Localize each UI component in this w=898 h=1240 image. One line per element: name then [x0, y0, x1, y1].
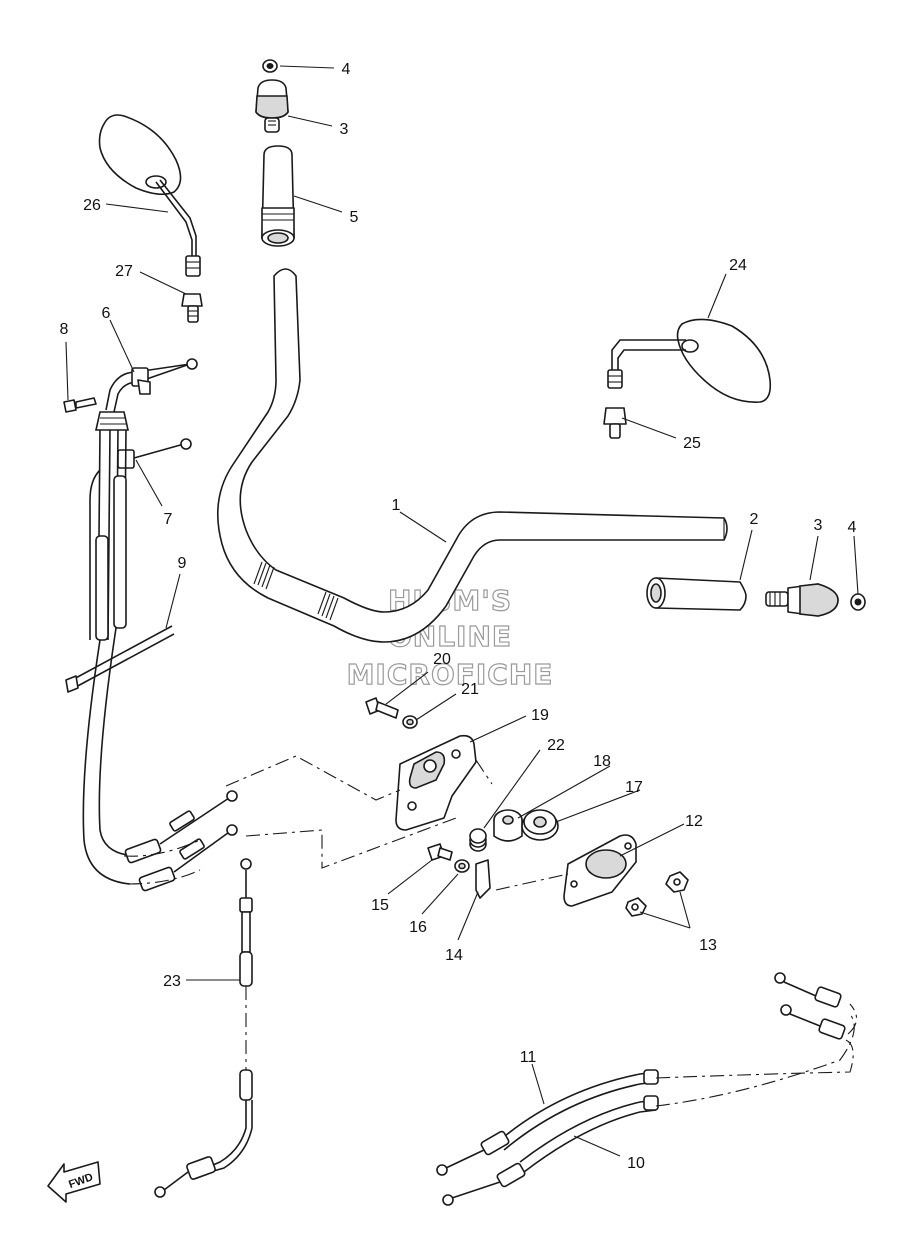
- callout-8: 8: [60, 321, 69, 338]
- callout-11: 11: [520, 1049, 537, 1066]
- part-2-left-grip[interactable]: [646, 577, 747, 611]
- callout-19: 19: [531, 707, 549, 724]
- callout-7: 7: [164, 511, 173, 528]
- callout-13: 13: [699, 937, 717, 954]
- part-27-mirror-adapter[interactable]: [181, 293, 203, 323]
- part-23-choke-cable[interactable]: [154, 858, 253, 1198]
- callout-23: 23: [163, 973, 181, 990]
- callout-3-right: 3: [814, 517, 823, 534]
- callout-24: 24: [729, 257, 747, 274]
- part-4-right-nut[interactable]: [850, 593, 866, 611]
- part-25-mirror-adapter[interactable]: [603, 407, 627, 439]
- callout-22: 22: [547, 737, 565, 754]
- part-6-throttle-cable-pull[interactable]: [95, 358, 198, 431]
- part-10-cable[interactable]: [442, 1095, 659, 1206]
- callout-25: 25: [683, 435, 701, 452]
- handlebar-knurl-1: [253, 561, 275, 590]
- part-7-throttle-cable-return[interactable]: [117, 438, 192, 469]
- part-3-top-bar-end-weight[interactable]: [255, 79, 289, 133]
- throttle-cable-housings: [82, 429, 141, 885]
- part-18-throttle-pulley[interactable]: [493, 809, 523, 842]
- part-20-screw[interactable]: [365, 697, 399, 719]
- callout-4-right: 4: [848, 519, 857, 536]
- callout-15: 15: [371, 897, 389, 914]
- throttle-cable-ends: [124, 790, 238, 892]
- callout-2: 2: [750, 511, 759, 528]
- part-13-nut-b[interactable]: [625, 897, 647, 917]
- part-4-top-nut[interactable]: [262, 59, 278, 73]
- callout-17: 17: [625, 779, 643, 796]
- assembly-lines: [123, 755, 858, 1107]
- part-19-switch-housing-upper[interactable]: [395, 734, 477, 831]
- callout-16: 16: [409, 919, 427, 936]
- callout-6: 6: [102, 305, 111, 322]
- part-15-screw[interactable]: [427, 843, 453, 861]
- callout-10: 10: [627, 1155, 645, 1172]
- forward-direction-arrow: FWD: [47, 1161, 101, 1203]
- callout-20: 20: [433, 651, 451, 668]
- part-21-washer[interactable]: [402, 715, 418, 729]
- callout-3-top: 3: [340, 121, 349, 138]
- callout-21: 21: [461, 681, 479, 698]
- callout-26: 26: [83, 197, 101, 214]
- part-14-holder[interactable]: [475, 859, 491, 899]
- part-3-right-bar-end-weight[interactable]: [765, 583, 839, 617]
- callout-5: 5: [350, 209, 359, 226]
- callout-12: 12: [685, 813, 703, 830]
- leader-lines: [65, 65, 859, 1157]
- callout-18: 18: [593, 753, 611, 770]
- cable-upper-ends: [774, 972, 846, 1040]
- callout-14: 14: [445, 947, 463, 964]
- part-9-cable-tie[interactable]: [65, 625, 175, 693]
- part-17-throttle-pulley-guide[interactable]: [521, 809, 559, 841]
- part-22-spring[interactable]: [469, 828, 487, 852]
- part-8-screw[interactable]: [63, 397, 97, 413]
- part-5-throttle-grip[interactable]: [261, 145, 295, 247]
- callout-1: 1: [392, 497, 401, 514]
- part-12-switch-housing-lower[interactable]: [563, 834, 637, 907]
- part-13-nut-a[interactable]: [665, 871, 689, 893]
- part-11-cable[interactable]: [436, 1069, 659, 1176]
- watermark: HLSM'S ONLINE MICROFICHE: [346, 583, 554, 691]
- watermark-line-3: MICROFICHE: [347, 658, 554, 691]
- part-26-left-mirror[interactable]: [98, 114, 201, 277]
- callout-9: 9: [178, 555, 187, 572]
- part-1-handlebar[interactable]: [217, 268, 728, 643]
- part-24-right-mirror[interactable]: [607, 318, 772, 403]
- handlebar-knurl-2: [317, 591, 339, 621]
- callout-27: 27: [115, 263, 133, 280]
- callout-4-top: 4: [342, 61, 351, 78]
- callout-numbers: 4 3 5 26 27 6 8 7 9 1 2 3 4 24 25 20 21 …: [60, 61, 857, 1172]
- part-16-washer[interactable]: [454, 859, 470, 873]
